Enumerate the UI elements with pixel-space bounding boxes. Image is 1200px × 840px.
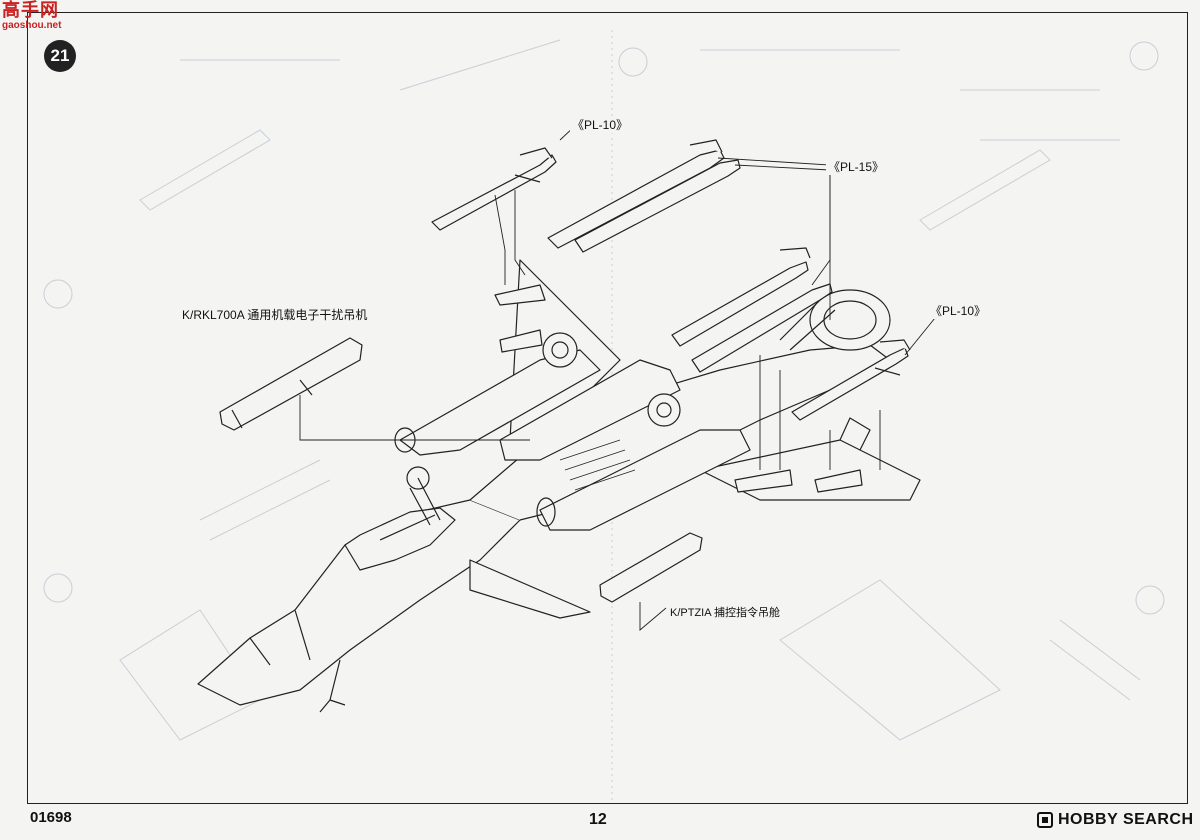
hobby-search-mark-icon xyxy=(1037,812,1053,828)
pl10-missile-top xyxy=(431,154,557,231)
hobby-search-logo: HOBBY SEARCH xyxy=(1037,811,1194,829)
drop-tank-mid xyxy=(499,359,681,461)
step-number-badge: 21 xyxy=(44,40,76,72)
site-watermark: 高手网 gaoshou.net xyxy=(2,2,61,31)
pl15-missile-d xyxy=(691,283,833,373)
callout-pl10-top: 《PL-10》 xyxy=(570,116,631,133)
kit-code: 01698 xyxy=(30,809,72,826)
pl15-missile-a xyxy=(547,149,725,249)
watermark-url: gaoshou.net xyxy=(2,20,62,31)
page-number: 12 xyxy=(589,811,607,828)
leader-lines xyxy=(299,125,936,631)
pylon-left xyxy=(494,284,546,306)
callout-ptzia-pod: K/PTZIA 捕控指令吊舱 xyxy=(668,604,783,620)
pl15-missile-b xyxy=(574,159,741,253)
rkl700a-pod xyxy=(219,337,363,431)
callout-pl15: 《PL-15》 xyxy=(826,158,887,175)
hobby-search-label: HOBBY SEARCH xyxy=(1058,811,1194,828)
stores xyxy=(219,139,911,603)
ptzia-pod xyxy=(599,532,703,603)
reverse-page-ghost xyxy=(43,30,1165,800)
main-gear-right xyxy=(647,393,681,427)
canard xyxy=(469,559,591,619)
pl15-missile-c xyxy=(671,261,809,347)
drop-tank-left xyxy=(399,349,601,456)
main-gear-left xyxy=(542,332,578,368)
drop-tank-right xyxy=(539,429,751,531)
pylon-right xyxy=(734,469,793,493)
callout-pl10-right: 《PL-10》 xyxy=(928,302,989,319)
callout-rkl700a-pod: K/RKL700A 通用机载电子干扰吊机 xyxy=(180,306,370,323)
aircraft-exploded-view xyxy=(197,259,921,713)
canopy xyxy=(344,507,456,571)
pl10-missile-right xyxy=(791,347,909,421)
page-border xyxy=(27,12,1188,804)
watermark-title: 高手网 xyxy=(2,0,59,21)
